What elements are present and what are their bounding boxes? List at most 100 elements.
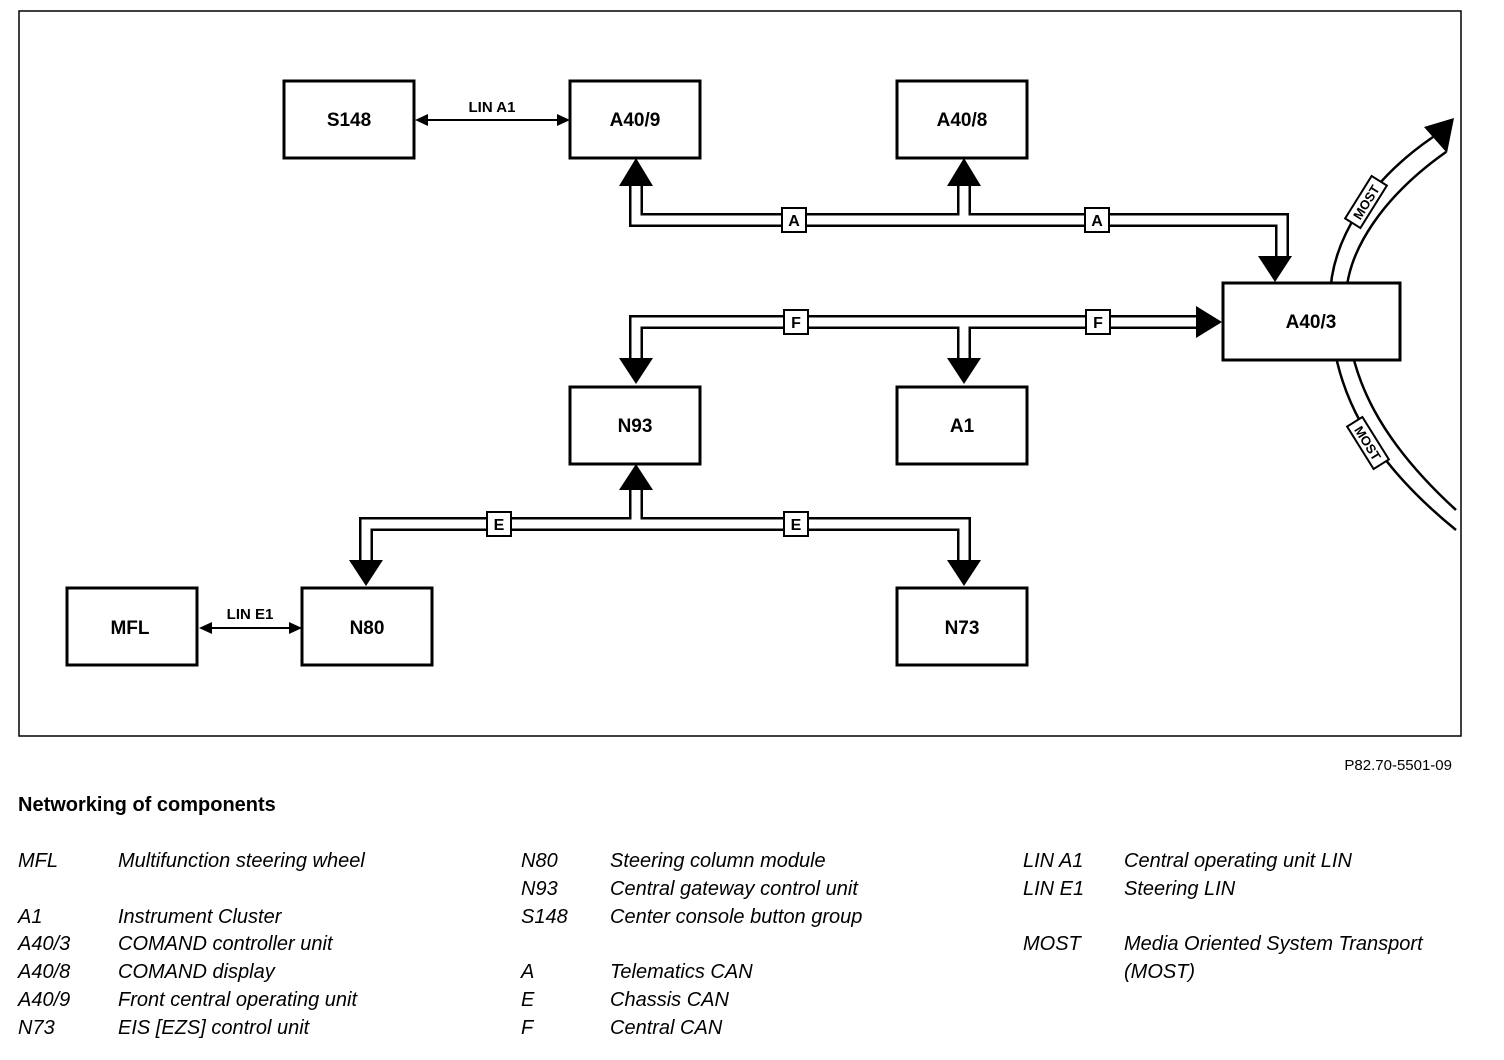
bus-tag-e-left: [486, 511, 512, 537]
box-n73: N73: [895, 586, 1029, 667]
lin-e1-link: LIN E1: [199, 606, 302, 634]
legend-description: Central CAN: [610, 1016, 723, 1039]
network-diagram: MOST MOST A A F F: [18, 10, 1462, 737]
legend-description: Center console button group: [610, 905, 863, 928]
legend-item: N73 EIS [EZS] control unit: [18, 1015, 498, 1043]
box-n93-label: N93: [618, 416, 653, 437]
legend-description: Chassis CAN: [610, 988, 729, 1011]
legend-spacer: [1023, 904, 1483, 932]
bus-f: F F: [619, 306, 1222, 384]
legend-code: F: [521, 1016, 534, 1039]
legend-spacer: [521, 931, 1001, 959]
legend-code: A40/9: [18, 988, 71, 1011]
arrow-to-n80: [349, 560, 383, 586]
legend-description: Central gateway control unit: [610, 877, 858, 900]
legend-description: COMAND controller unit: [118, 933, 333, 956]
legend-code: A1: [18, 905, 43, 928]
box-a40-9-label: A40/9: [610, 110, 661, 131]
legend-item: A Telematics CAN: [521, 959, 1001, 987]
legend-title: Networking of components: [18, 794, 276, 816]
legend-description: Telematics CAN: [610, 961, 753, 984]
legend-code: A40/3: [18, 933, 71, 956]
legend-column-1: MFL Multifunction steering wheel A1 Instru…: [18, 848, 498, 1043]
box-s148-label: S148: [327, 110, 371, 131]
legend-description: Multifunction steering wheel: [118, 850, 365, 872]
most-ring: MOST MOST: [1328, 118, 1457, 531]
legend-code: MFL: [18, 850, 58, 872]
box-n80-label: N80: [350, 618, 385, 639]
box-a40-8: A40/8: [895, 79, 1029, 160]
box-a40-8-label: A40/8: [937, 110, 988, 131]
figure-reference: P82.70-5501-09: [1344, 757, 1452, 774]
arrow-to-a40-3: [1196, 306, 1222, 338]
legend-item: A1 Instrument Cluster: [18, 904, 498, 932]
legend-description: Instrument Cluster: [118, 905, 282, 928]
box-mfl-label: MFL: [110, 618, 149, 639]
legend-description: Central operating unit LIN: [1124, 850, 1352, 872]
legend-code: LIN A1: [1023, 850, 1084, 872]
legend-item: (MOST): [1023, 959, 1483, 987]
arrow-to-n93: [619, 358, 653, 384]
box-a40-3: A40/3: [1221, 281, 1402, 362]
legend-code: S148: [521, 905, 568, 928]
legend-item: A40/9 Front central operating unit: [18, 987, 498, 1015]
bus-tag-f-left-label: F: [791, 315, 801, 332]
bus-tag-f-right: [1085, 309, 1111, 335]
bus-tag-a-right: [1084, 207, 1110, 233]
legend-item: LIN A1 Central operating unit LIN: [1023, 848, 1483, 876]
legend-code: A40/8: [18, 961, 71, 984]
legend-code: A: [521, 961, 535, 984]
legend-description: EIS [EZS] control unit: [118, 1016, 310, 1039]
arrow-to-a40-9: [619, 158, 653, 186]
legend-item: S148 Center console button group: [521, 904, 1001, 932]
legend-code: N73: [18, 1016, 55, 1039]
box-s148: S148: [282, 79, 416, 160]
lin-a1-label: LIN A1: [469, 99, 516, 116]
legend-item: F Central CAN: [521, 1015, 1001, 1043]
legend-description: Media Oriented System Transport: [1124, 933, 1423, 956]
box-a40-9: A40/9: [568, 79, 702, 160]
arrow-to-a1: [947, 358, 981, 384]
legend-description: (MOST): [1124, 961, 1196, 984]
arrow-to-n93-bottom: [619, 464, 653, 490]
bus-tag-f-right-label: F: [1093, 315, 1103, 332]
bus-a: A A: [619, 158, 1292, 282]
legend-item: MOST Media Oriented System Transport: [1023, 931, 1483, 959]
arrow-to-n73: [947, 560, 981, 586]
legend-spacer: [18, 876, 498, 904]
bus-tag-f-left: [783, 309, 809, 335]
box-a1: A1: [895, 385, 1029, 466]
lin-a1-link: LIN A1: [415, 99, 570, 126]
bus-tag-a-left-label: A: [788, 213, 800, 230]
legend-description: Steering column module: [610, 850, 826, 872]
bus-tag-e-left-label: E: [494, 517, 505, 534]
arrow-to-a40-8: [947, 158, 981, 186]
legend-code: LIN E1: [1023, 877, 1085, 900]
box-n93: N93: [568, 385, 702, 466]
bus-tag-a-right-label: A: [1091, 213, 1103, 230]
legend-description: Front central operating unit: [118, 988, 358, 1011]
bus-e: E E: [349, 464, 981, 586]
most-tag-top: [1343, 174, 1389, 230]
legend-code: MOST: [1023, 933, 1081, 956]
legend-item: A40/8 COMAND display: [18, 959, 498, 987]
legend-description: COMAND display: [118, 961, 275, 984]
bus-tag-e-right: [783, 511, 809, 537]
box-mfl: MFL: [65, 586, 199, 667]
most-tag-bottom: [1345, 415, 1391, 471]
legend-item: A40/3 COMAND controller unit: [18, 931, 498, 959]
legend-item: MFL Multifunction steering wheel: [18, 848, 498, 876]
diagram-frame: [18, 10, 1462, 737]
legend-item: N80 Steering column module: [521, 848, 1001, 876]
legend-code: N80: [521, 850, 558, 872]
box-a40-3-label: A40/3: [1286, 312, 1337, 333]
arrow-to-a40-3-top: [1258, 256, 1292, 282]
box-a1-label: A1: [950, 416, 975, 437]
bus-tag-e-right-label: E: [791, 517, 802, 534]
bus-tag-a-left: [781, 207, 807, 233]
